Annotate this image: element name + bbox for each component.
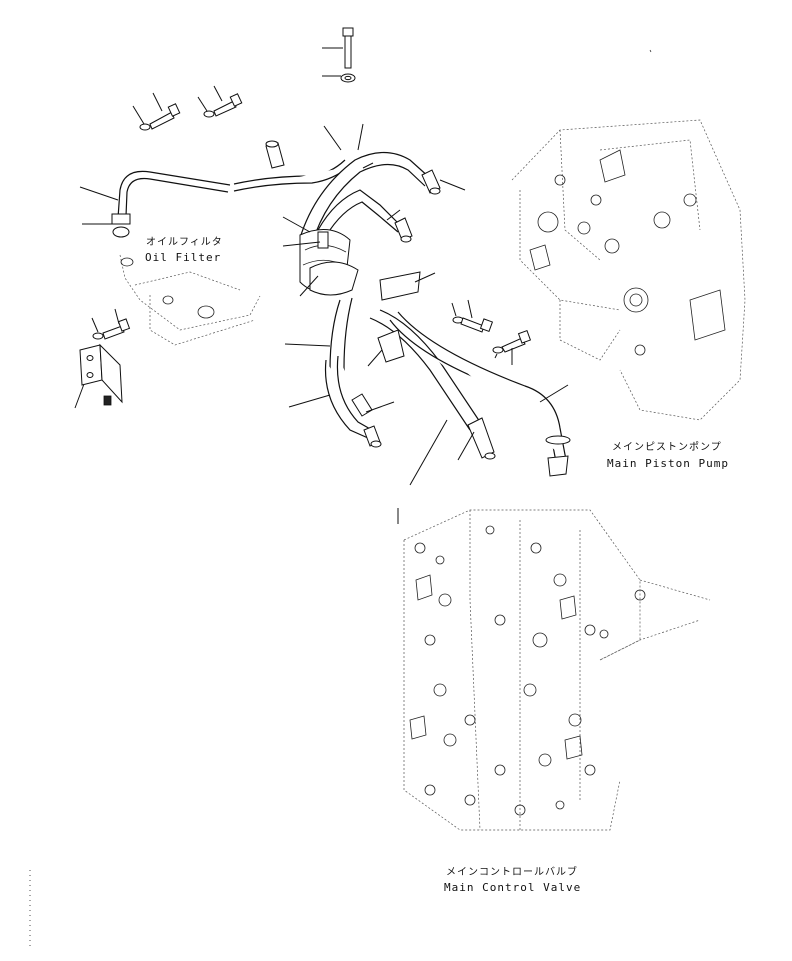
mounting-bracket: [74, 308, 131, 409]
main-piston-pump: [511, 119, 746, 421]
oil-filter-body: [119, 254, 261, 346]
top-bolt: [322, 27, 356, 83]
valve-label-jp: メインコントロールバルブ: [446, 865, 578, 878]
bolt-group-right: [451, 299, 532, 365]
leader-lines: [282, 123, 569, 486]
oil-filter-label-jp: オイルフィルタ: [146, 236, 223, 248]
spacer-tube: [265, 140, 285, 169]
oil-filter-label-en: Oil Filter: [145, 251, 221, 264]
pump-label-jp: メインピストンポンプ: [612, 441, 722, 453]
bolt-group-left: [132, 85, 243, 131]
valve-label-en: Main Control Valve: [444, 881, 581, 894]
hose-bundle: [299, 151, 571, 477]
oil-filter-hose: [79, 159, 351, 238]
main-control-valve: [397, 508, 711, 831]
pump-label-en: Main Piston Pump: [607, 457, 729, 470]
speck-mark: [649, 49, 652, 53]
